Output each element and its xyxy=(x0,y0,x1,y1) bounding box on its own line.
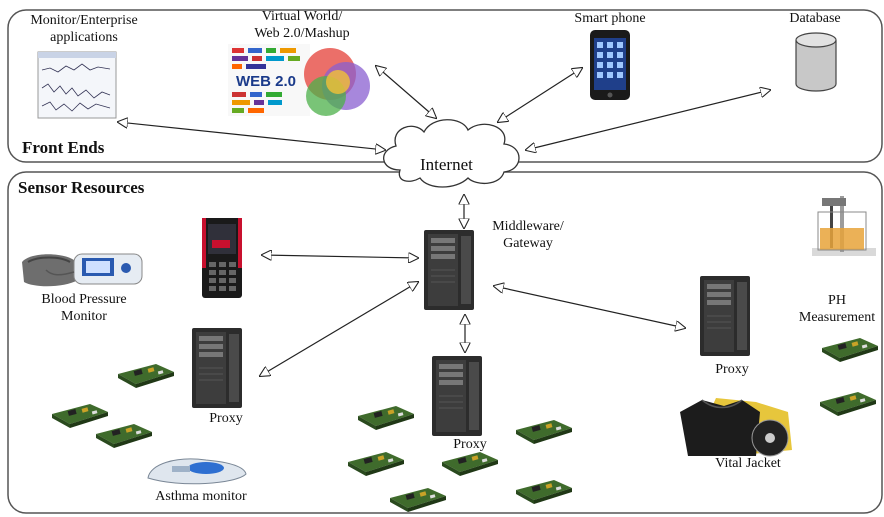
sensor-board xyxy=(358,406,414,430)
sensor-board xyxy=(820,392,876,416)
web20-logo: WEB 2.0 xyxy=(236,73,296,90)
bp-label-line2: Monitor xyxy=(61,309,107,324)
asthma-monitor-label: Asthma monitor xyxy=(155,489,247,504)
ph-measurement-label: PH Measurement xyxy=(790,292,884,326)
monitor-enterprise-label: Monitor/Enterprise applications xyxy=(14,12,154,46)
virtual-label-line2: Web 2.0/Mashup xyxy=(254,26,350,41)
internet-label: Internet xyxy=(420,155,473,174)
sensor-board xyxy=(52,404,108,428)
bp-label-line1: Blood Pressure xyxy=(41,292,127,307)
ph-measurement-image xyxy=(812,196,876,256)
database-label: Database xyxy=(789,11,841,26)
front-ends-title: Front Ends xyxy=(22,138,105,157)
blood-pressure-monitor-image xyxy=(22,253,143,287)
web20-mashup-image: WEB 2.0 xyxy=(228,44,370,116)
sensor-board xyxy=(516,480,572,504)
proxy-right-label: Proxy xyxy=(715,362,749,377)
proxy-left-label: Proxy xyxy=(209,411,243,426)
internet-cloud-icon xyxy=(383,119,520,188)
virtual-label-line1: Virtual World/ xyxy=(261,9,343,24)
middleware-label-line1: Middleware/ xyxy=(492,219,564,234)
ph-label-line1: PH xyxy=(828,293,846,308)
sensor-board xyxy=(516,420,572,444)
asthma-monitor-image xyxy=(147,458,247,485)
middleware-label-line2: Gateway xyxy=(503,236,553,251)
sensor-resources-title: Sensor Resources xyxy=(18,178,145,197)
sensor-board xyxy=(96,424,152,448)
proxy-server-right xyxy=(699,275,751,357)
vital-jacket-label: Vital Jacket xyxy=(715,456,781,471)
sensor-board xyxy=(822,338,878,362)
proxy-center-label: Proxy xyxy=(453,437,487,452)
connection-arrows xyxy=(118,66,770,376)
proxy-server-left xyxy=(191,327,243,409)
blood-pressure-label: Blood Pressure Monitor xyxy=(24,291,144,325)
sensor-board xyxy=(390,488,446,512)
proxy-server-center xyxy=(431,355,483,437)
middleware-gateway-label: Middleware/ Gateway xyxy=(478,218,578,252)
vital-jacket-image xyxy=(680,398,792,457)
smartphone-label: Smart phone xyxy=(574,11,646,26)
middleware-gateway-server xyxy=(423,229,475,311)
sensor-board xyxy=(118,364,174,388)
virtual-world-label: Virtual World/ Web 2.0/Mashup xyxy=(232,8,372,42)
smartphone-image xyxy=(590,30,630,100)
mobile-phone-image xyxy=(202,218,242,298)
monitor-label-line2: applications xyxy=(50,30,118,45)
ph-label-line2: Measurement xyxy=(798,310,876,325)
monitor-label-line1: Monitor/Enterprise xyxy=(30,13,138,28)
database-cylinder-icon xyxy=(795,32,837,92)
monitor-app-screenshot xyxy=(37,51,117,119)
sensor-board xyxy=(442,452,498,476)
sensor-board xyxy=(348,452,404,476)
